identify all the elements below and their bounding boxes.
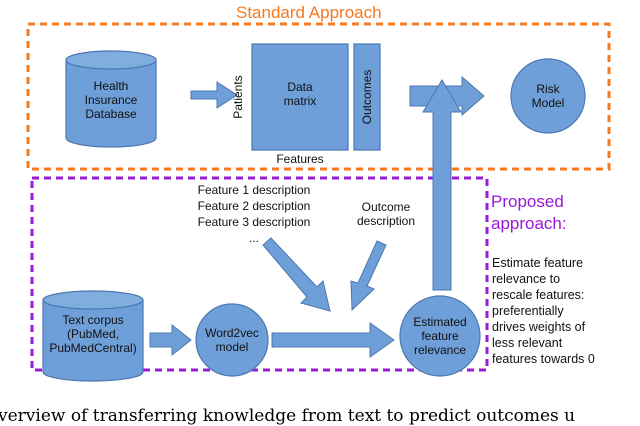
standard-approach-box xyxy=(26,22,611,171)
data-matrix-label: Data matrix xyxy=(283,80,317,108)
feature-description-3: Feature 3 description xyxy=(197,215,311,229)
feature-description-1: Feature 1 description xyxy=(197,183,311,197)
outcomes-label: Outcomes xyxy=(360,69,374,125)
arrow-word2vec-to-relevance xyxy=(271,322,395,358)
data-matrix-node xyxy=(251,43,349,151)
feature-description-2: Feature 2 description xyxy=(197,199,311,213)
arrow-corpus-to-word2vec xyxy=(149,323,192,357)
word2vec-node xyxy=(195,303,269,377)
arrow-feature-descriptions xyxy=(262,237,331,312)
proposed-approach-title: Proposed approach: xyxy=(491,192,567,233)
arrow-relevance-up xyxy=(422,79,462,291)
estimated-relevance-node xyxy=(399,295,481,377)
risk-model-label: Risk Model xyxy=(531,82,565,110)
outcome-description-label: Outcome description xyxy=(356,200,416,228)
word2vec-label: Word2vec model xyxy=(205,326,259,354)
arrow-db-to-matrix xyxy=(190,81,238,109)
caption-fragment: verview of transferring knowledge from t… xyxy=(0,406,576,426)
proposed-approach-description: Estimate feature relevance to rescale fe… xyxy=(492,256,595,366)
arrow-outcome-description xyxy=(350,240,387,312)
estimated-relevance-label: Estimated feature relevance xyxy=(413,315,467,357)
standard-approach-title: Standard Approach xyxy=(236,3,382,22)
patients-label: Patients xyxy=(231,75,245,119)
outcomes-node xyxy=(353,43,381,151)
text-corpus-label: Text corpus (PubMed, PubMedCentral) xyxy=(49,313,137,355)
features-label: Features xyxy=(276,152,324,166)
feature-description-ellipsis: ... xyxy=(248,231,259,245)
health-insurance-database-label: Health Insurance Database xyxy=(84,79,138,121)
risk-model-node xyxy=(510,58,586,134)
text-corpus-node xyxy=(42,290,144,382)
health-insurance-database-node xyxy=(65,50,157,148)
